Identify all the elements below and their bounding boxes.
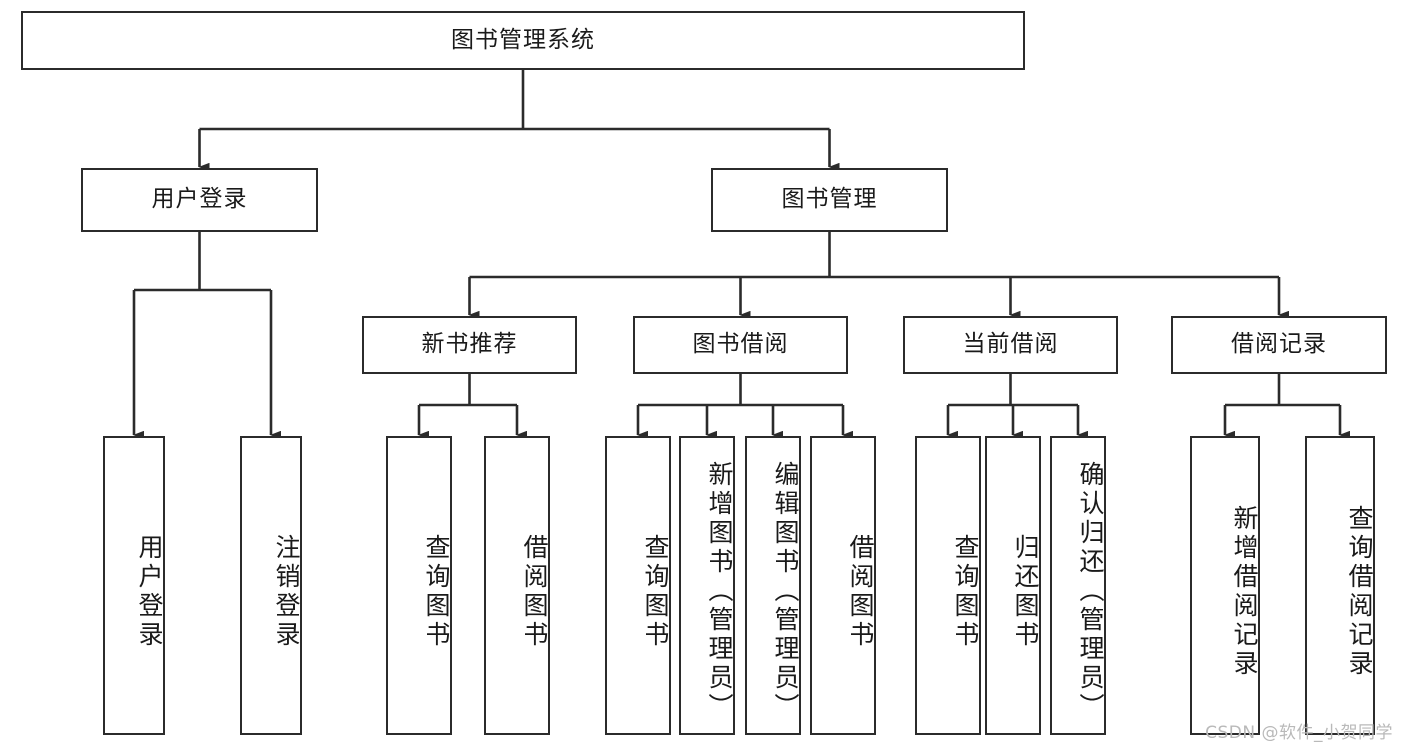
node-leaf-query-book-1[interactable]: 查询图书 xyxy=(386,436,452,735)
node-label: 当前借阅 xyxy=(962,331,1059,358)
node-leaf-query-record[interactable]: 查询借阅记录 xyxy=(1305,436,1375,735)
node-current-borrow[interactable]: 当前借阅 xyxy=(903,316,1118,374)
node-leaf-query-book-3[interactable]: 查询图书 xyxy=(915,436,981,735)
node-leaf-edit-book[interactable]: 编辑图书（管理员） xyxy=(745,436,801,735)
node-label: 用户登录 xyxy=(151,186,248,213)
node-label: 确认归还（管理员） xyxy=(1076,461,1105,722)
node-label: 编辑图书（管理员） xyxy=(771,461,800,722)
node-leaf-return-book[interactable]: 归还图书 xyxy=(985,436,1041,735)
node-label: 注销登录 xyxy=(272,533,301,650)
node-label: 归还图书 xyxy=(1011,533,1040,650)
node-label: 查询借阅记录 xyxy=(1345,504,1374,679)
node-new-book-rec[interactable]: 新书推荐 xyxy=(362,316,577,374)
node-label: 新书推荐 xyxy=(421,331,518,358)
node-leaf-confirm-return[interactable]: 确认归还（管理员） xyxy=(1050,436,1106,735)
node-label: 图书管理 xyxy=(781,186,878,213)
watermark-label: CSDN @软件_小贺同学 xyxy=(1205,723,1393,743)
node-label: 图书借阅 xyxy=(692,331,789,358)
node-label: 借阅记录 xyxy=(1231,331,1327,358)
node-label: 新增图书（管理员） xyxy=(705,461,734,722)
node-leaf-borrow-book-1[interactable]: 借阅图书 xyxy=(484,436,550,735)
node-leaf-add-record[interactable]: 新增借阅记录 xyxy=(1190,436,1260,735)
node-leaf-user-login[interactable]: 用户登录 xyxy=(103,436,165,735)
node-label: 新增借阅记录 xyxy=(1230,504,1259,679)
node-label: 借阅图书 xyxy=(520,533,549,650)
node-borrow-record[interactable]: 借阅记录 xyxy=(1171,316,1387,374)
node-user-login[interactable]: 用户登录 xyxy=(81,168,318,232)
node-label: 查询图书 xyxy=(641,533,670,650)
node-leaf-query-book-2[interactable]: 查询图书 xyxy=(605,436,671,735)
node-label: 查询图书 xyxy=(422,533,451,650)
node-book-manage[interactable]: 图书管理 xyxy=(711,168,948,232)
node-label: 借阅图书 xyxy=(846,533,875,650)
node-root[interactable]: 图书管理系统 xyxy=(21,11,1025,70)
node-label: 用户登录 xyxy=(135,533,164,650)
node-leaf-borrow-book-2[interactable]: 借阅图书 xyxy=(810,436,876,735)
node-label: 查询图书 xyxy=(951,533,980,650)
node-book-borrow[interactable]: 图书借阅 xyxy=(633,316,848,374)
node-label: 图书管理系统 xyxy=(451,26,595,53)
node-leaf-user-logout[interactable]: 注销登录 xyxy=(240,436,302,735)
node-leaf-add-book[interactable]: 新增图书（管理员） xyxy=(679,436,735,735)
